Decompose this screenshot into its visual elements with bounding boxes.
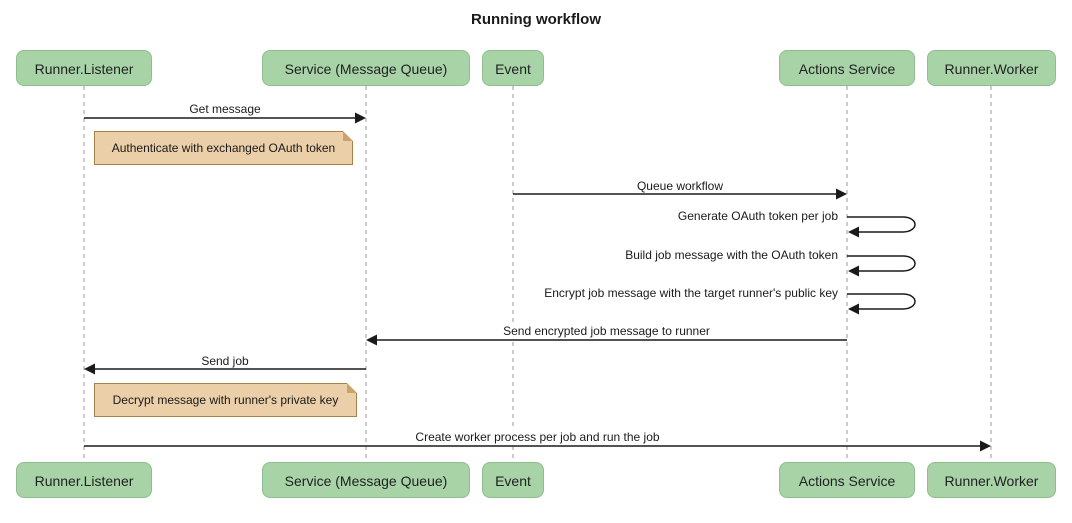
arrowhead-build-job-message: [848, 265, 859, 277]
participant-bottom-runner-worker: Runner.Worker: [927, 462, 1056, 498]
arrowhead-queue-workflow: [836, 188, 847, 200]
participant-bottom-event: Event: [482, 462, 544, 498]
note-fold-icon: [347, 383, 357, 393]
participant-bottom-runner-listener: Runner.Listener: [16, 462, 152, 498]
message-label-send-job: Send job: [84, 354, 366, 368]
participant-top-runner-worker: Runner.Worker: [927, 50, 1056, 86]
participant-top-service-message-queue: Service (Message Queue): [262, 50, 470, 86]
message-label-create-worker-process: Create worker process per job and run th…: [84, 430, 991, 444]
note-fold-icon: [343, 131, 353, 141]
participant-bottom-actions-service: Actions Service: [779, 462, 915, 498]
participant-bottom-service-message-queue: Service (Message Queue): [262, 462, 470, 498]
arrowhead-send-encrypted-job-message: [366, 334, 377, 346]
arrowhead-get-message: [355, 112, 366, 124]
message-label-get-message: Get message: [84, 102, 366, 116]
participant-top-actions-service: Actions Service: [779, 50, 915, 86]
message-label-encrypt-job-message: Encrypt job message with the target runn…: [0, 286, 841, 300]
selfloop-encrypt-job-message: [847, 293, 916, 310]
selfloop-build-job-message: [847, 255, 916, 272]
participant-top-event: Event: [482, 50, 544, 86]
message-label-send-encrypted-job-message: Send encrypted job message to runner: [366, 324, 847, 338]
arrowhead-create-worker-process: [980, 440, 991, 452]
arrowhead-send-job: [84, 363, 95, 375]
message-label-queue-workflow: Queue workflow: [513, 179, 847, 193]
note-decrypt-message: Decrypt message with runner's private ke…: [94, 383, 357, 417]
arrowhead-generate-oauth-token: [848, 226, 859, 238]
message-label-build-job-message: Build job message with the OAuth token: [0, 248, 841, 262]
arrowhead-encrypt-job-message: [848, 303, 859, 315]
note-authenticate-oauth-token: Authenticate with exchanged OAuth token: [94, 131, 353, 165]
selfloop-generate-oauth-token: [847, 216, 916, 233]
message-label-generate-oauth-token: Generate OAuth token per job: [0, 209, 841, 223]
diagram-title: Running workflow: [471, 11, 601, 28]
participant-top-runner-listener: Runner.Listener: [16, 50, 152, 86]
